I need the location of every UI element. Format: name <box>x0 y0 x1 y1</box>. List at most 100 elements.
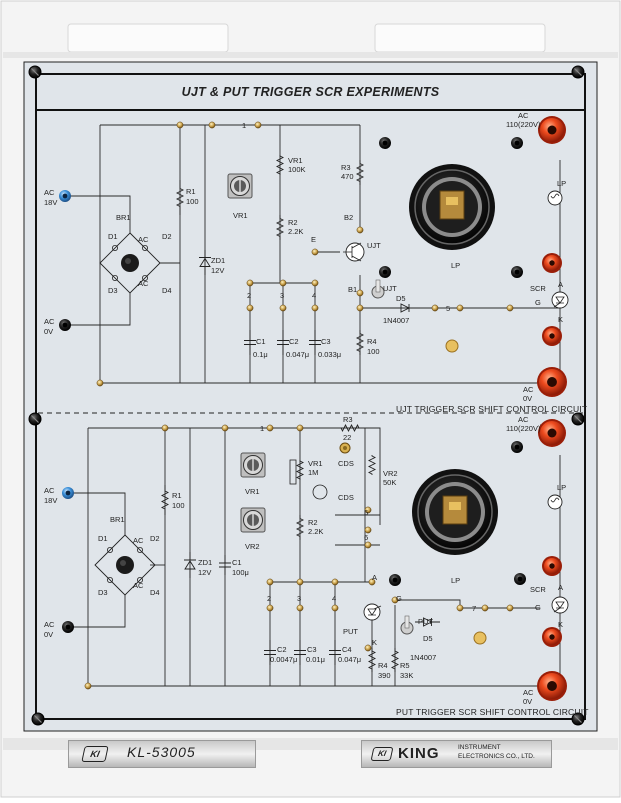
test-pin[interactable] <box>266 578 274 586</box>
black-banana-jack[interactable] <box>389 574 401 586</box>
red-banana-jack[interactable] <box>537 367 567 397</box>
test-pin[interactable] <box>176 121 184 129</box>
test-pin-icon[interactable] <box>331 604 339 612</box>
test-pin[interactable] <box>364 506 372 514</box>
test-pin[interactable] <box>364 541 372 549</box>
potentiometer-knob[interactable] <box>240 507 266 533</box>
banana-jack-icon[interactable] <box>62 193 68 199</box>
test-pin-icon[interactable] <box>208 121 216 129</box>
test-pin[interactable] <box>296 578 304 586</box>
test-pin-icon[interactable] <box>391 596 399 604</box>
black-banana-jack[interactable] <box>511 266 523 278</box>
test-pin-icon[interactable] <box>246 304 254 312</box>
blue-banana-jack[interactable] <box>62 487 74 499</box>
test-pin[interactable] <box>356 226 364 234</box>
banana-jack-icon[interactable] <box>62 322 68 328</box>
toggle-switch[interactable] <box>400 615 414 635</box>
test-pin[interactable] <box>279 304 287 312</box>
test-pin-icon[interactable] <box>279 304 287 312</box>
test-pin[interactable] <box>364 644 372 652</box>
test-pin[interactable] <box>431 304 439 312</box>
test-pin[interactable] <box>506 604 514 612</box>
banana-jack-icon[interactable] <box>392 577 398 583</box>
test-pin-icon[interactable] <box>311 304 319 312</box>
banana-jack-icon[interactable] <box>549 563 555 569</box>
test-pin[interactable] <box>246 279 254 287</box>
test-pin[interactable] <box>161 424 169 432</box>
test-pin-icon[interactable] <box>296 424 304 432</box>
test-pin[interactable] <box>506 304 514 312</box>
test-pin[interactable] <box>266 424 274 432</box>
black-banana-jack[interactable] <box>62 621 74 633</box>
test-pin-icon[interactable] <box>331 578 339 586</box>
test-pin[interactable] <box>84 682 92 690</box>
banana-jack-icon[interactable] <box>382 140 388 146</box>
test-pin-icon[interactable] <box>279 279 287 287</box>
banana-jack-icon[interactable] <box>514 444 520 450</box>
test-pin[interactable] <box>311 248 319 256</box>
test-pin-icon[interactable] <box>364 541 372 549</box>
test-pin-icon[interactable] <box>431 304 439 312</box>
potentiometer-knob[interactable] <box>240 452 266 478</box>
test-pin[interactable] <box>356 289 364 297</box>
test-pin[interactable] <box>311 304 319 312</box>
test-pin[interactable] <box>456 604 464 612</box>
test-pin[interactable] <box>279 279 287 287</box>
test-pin-icon[interactable] <box>456 304 464 312</box>
potentiometer-knob[interactable] <box>227 173 253 199</box>
red-banana-jack[interactable] <box>538 116 566 144</box>
test-pin-icon[interactable] <box>254 121 262 129</box>
red-banana-jack[interactable] <box>537 671 567 701</box>
test-pin-icon[interactable] <box>311 279 319 287</box>
test-pin-icon[interactable] <box>356 226 364 234</box>
black-banana-jack[interactable] <box>59 319 71 331</box>
test-pin-icon[interactable] <box>96 379 104 387</box>
black-banana-jack[interactable] <box>379 266 391 278</box>
test-pin[interactable] <box>296 604 304 612</box>
test-pin-icon[interactable] <box>364 644 372 652</box>
red-banana-jack[interactable] <box>542 253 562 273</box>
banana-jack-icon[interactable] <box>549 333 555 339</box>
test-pin-icon[interactable] <box>221 424 229 432</box>
test-pin-icon[interactable] <box>481 604 489 612</box>
test-pin[interactable] <box>481 604 489 612</box>
test-pin[interactable] <box>456 304 464 312</box>
test-pin-icon[interactable] <box>266 604 274 612</box>
banana-jack-icon[interactable] <box>65 624 71 630</box>
black-banana-jack[interactable] <box>511 441 523 453</box>
test-pin[interactable] <box>254 121 262 129</box>
test-pin[interactable] <box>246 304 254 312</box>
test-pin-icon[interactable] <box>506 304 514 312</box>
black-banana-jack[interactable] <box>511 137 523 149</box>
banana-jack-icon[interactable] <box>514 269 520 275</box>
test-pin[interactable] <box>391 596 399 604</box>
test-pin-icon[interactable] <box>84 682 92 690</box>
test-pin-icon[interactable] <box>356 289 364 297</box>
test-pin-icon[interactable] <box>506 604 514 612</box>
banana-jack-icon[interactable] <box>547 681 557 691</box>
test-pin-icon[interactable] <box>364 506 372 514</box>
banana-jack-icon[interactable] <box>547 377 557 387</box>
toggle-switch[interactable] <box>371 279 385 299</box>
test-pin-icon[interactable] <box>296 578 304 586</box>
test-pin-icon[interactable] <box>266 424 274 432</box>
blue-banana-jack[interactable] <box>59 190 71 202</box>
test-pin-icon[interactable] <box>176 121 184 129</box>
test-pin[interactable] <box>208 121 216 129</box>
red-banana-jack[interactable] <box>542 627 562 647</box>
test-pin[interactable] <box>356 304 364 312</box>
test-pin-icon[interactable] <box>161 424 169 432</box>
red-banana-jack[interactable] <box>542 326 562 346</box>
test-pin[interactable] <box>364 526 372 534</box>
test-pin[interactable] <box>296 424 304 432</box>
test-pin[interactable] <box>331 604 339 612</box>
black-banana-jack[interactable] <box>379 137 391 149</box>
test-pin[interactable] <box>221 424 229 432</box>
test-pin-icon[interactable] <box>246 279 254 287</box>
banana-jack-icon[interactable] <box>65 490 71 496</box>
banana-jack-icon[interactable] <box>549 260 555 266</box>
black-banana-jack[interactable] <box>514 573 526 585</box>
test-pin[interactable] <box>331 578 339 586</box>
banana-jack-icon[interactable] <box>517 576 523 582</box>
banana-jack-icon[interactable] <box>549 634 555 640</box>
